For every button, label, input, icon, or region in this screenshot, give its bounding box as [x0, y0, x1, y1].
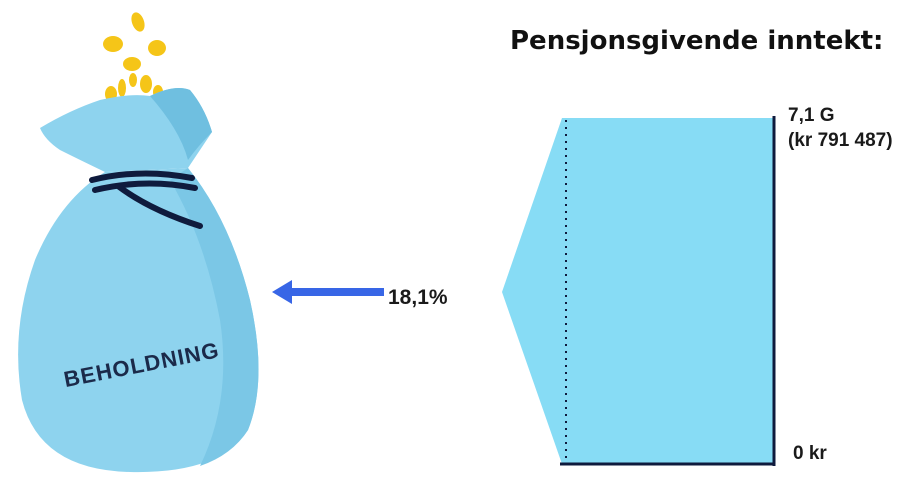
top-income-label: 7,1 G (kr 791 487) [788, 103, 893, 153]
top-income-kr-value: (kr 791 487) [788, 130, 893, 151]
top-income-g-value: 7,1 G [788, 105, 835, 126]
bottom-income-label: 0 kr [793, 443, 827, 464]
money-bag-icon: BEHOLDNING [18, 12, 259, 473]
income-block [502, 118, 774, 464]
coins-icon [103, 12, 166, 102]
percentage-label: 18,1% [388, 286, 448, 309]
arrow-left-icon [272, 280, 384, 304]
diagram-title: Pensjonsgivende inntekt: [510, 26, 884, 56]
